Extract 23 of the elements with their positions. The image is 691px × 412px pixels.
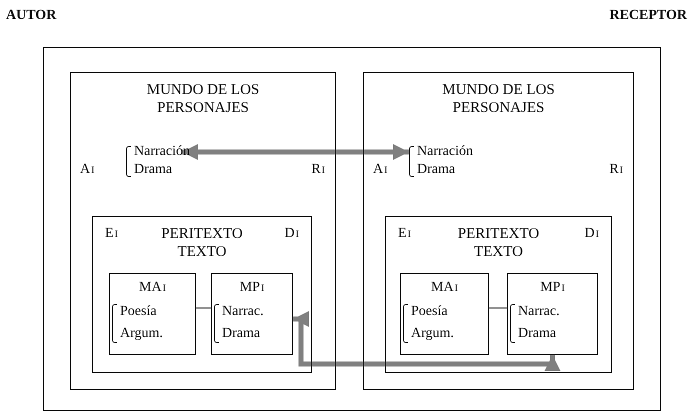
- world-box: [363, 72, 634, 390]
- module-box: [507, 273, 598, 355]
- heading: MUNDO DE LOS PERSONAJES: [146, 81, 260, 117]
- world-box: [70, 72, 336, 390]
- list-text: Narración Drama: [417, 143, 473, 179]
- list-text: Poesía Argum.: [120, 303, 163, 343]
- heading: MUNDO DE LOS PERSONAJES: [441, 81, 556, 117]
- list-text: Narración Drama: [134, 143, 190, 179]
- role-label: AUTOR: [6, 8, 56, 24]
- module-box: [400, 273, 489, 355]
- list-text: Narrac. Drama: [518, 303, 560, 343]
- heading: PERITEXTO TEXTO: [456, 225, 540, 261]
- module-box: [211, 273, 293, 355]
- double-arrow: [293, 311, 560, 371]
- list-text: Narrac. Drama: [222, 303, 264, 343]
- module-box: [109, 273, 196, 355]
- text-box: [92, 216, 312, 373]
- text-box: [385, 216, 612, 373]
- outer-frame: [43, 47, 661, 411]
- double-arrow: [182, 144, 409, 160]
- list-text: Poesía Argum.: [411, 303, 454, 343]
- heading: PERITEXTO TEXTO: [160, 225, 244, 261]
- role-label: RECEPTOR: [609, 8, 687, 24]
